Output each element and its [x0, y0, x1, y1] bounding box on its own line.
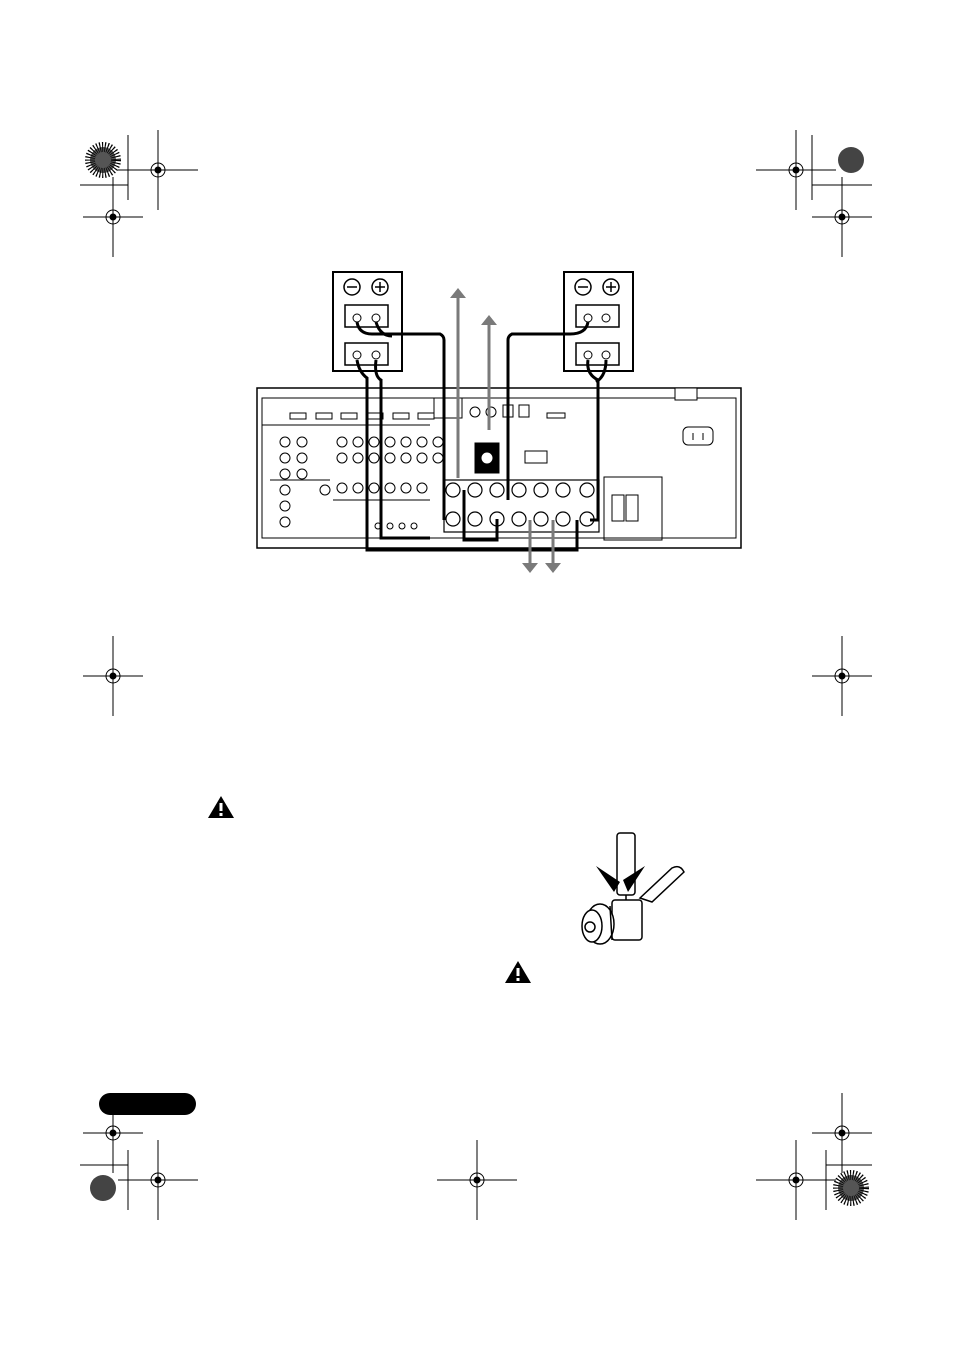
binding-post-icon [582, 900, 642, 944]
page-number-tab [99, 1093, 196, 1115]
